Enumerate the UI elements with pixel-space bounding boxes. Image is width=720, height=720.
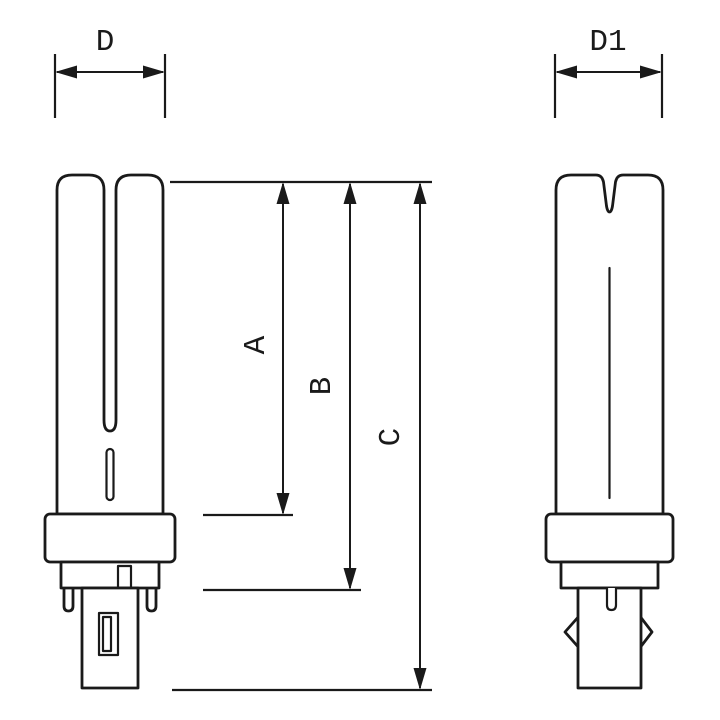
glass-tubes-outline [55,173,165,516]
arrowhead-right-icon [640,65,662,79]
dimension-d1: D1 [553,25,664,118]
pin-side [605,586,618,612]
dimension-b-label: B [305,377,340,396]
lamp-cap [43,512,177,564]
housing-window-bar [101,615,113,653]
dimension-d-label: D [96,25,115,60]
arrowhead-down-icon [276,493,290,515]
arrowhead-right-icon [143,65,165,79]
arrowhead-up-icon [276,182,290,204]
arrowhead-down-icon [413,668,427,690]
dimension-c-label: C [374,428,409,447]
arrowhead-up-icon [343,182,357,204]
housing-window [97,611,120,657]
dimension-d1-label: D1 [589,25,626,60]
dimension-a: A [239,182,290,515]
arrowhead-left-icon [555,65,577,79]
tube-weld-slot [105,447,115,502]
arrowhead-left-icon [55,65,77,79]
dimension-d: D [53,25,167,118]
dimension-a-label: A [239,335,274,354]
lamp-stem [559,560,660,590]
dimension-c: C [374,182,427,690]
lamp-stem [59,560,161,590]
lamp-front-view [43,173,177,690]
dimension-b: B [305,182,357,590]
arrowhead-down-icon [343,568,357,590]
reference-lines [170,180,432,692]
arrowhead-up-icon [413,182,427,204]
lamp-cap [544,512,675,564]
lamp-side-view [544,173,675,690]
